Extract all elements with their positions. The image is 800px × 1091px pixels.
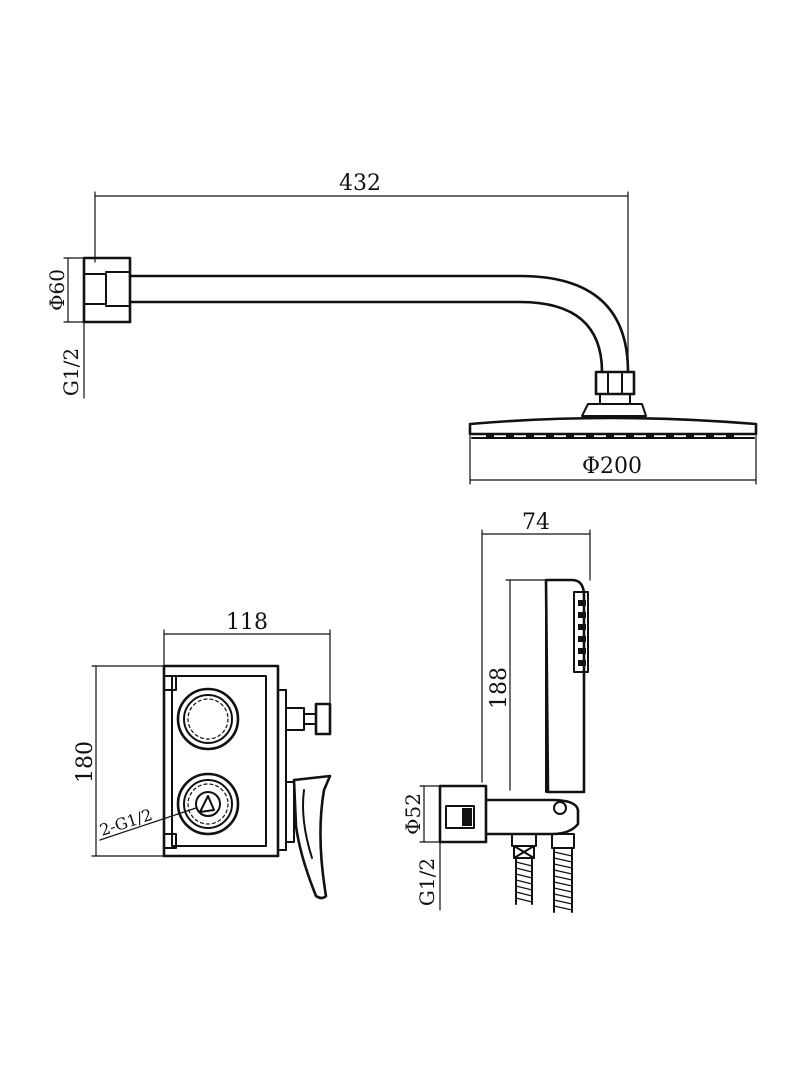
dimension-118: 118 [163,610,331,721]
dimension-phi200: Φ200 [469,435,757,485]
dimension-phi52: Φ52 [401,785,441,843]
dim-label-phi60: Φ60 [45,269,69,311]
hand-shower-view: 74 188 [401,510,591,913]
dimension-phi60: Φ60 [45,257,85,323]
hose-right [553,847,573,913]
mixer-valve-view: 118 180 [73,610,332,900]
nozzle-row [486,434,734,439]
dimension-180: 180 [73,665,167,857]
dimension-74: 74 [481,510,591,783]
dimension-432: 432 [94,171,629,366]
callout-label-2-g12: 2-G1/2 [97,805,154,840]
dimension-188: 188 [487,579,549,791]
upper-port [176,687,240,751]
dim-label-phi200: Φ200 [582,454,642,479]
dim-label-180: 180 [73,741,98,783]
wall-flange [82,256,132,324]
shower-head-view: 432 Φ60 G1/2 [45,171,758,485]
dim-label-188: 188 [487,667,512,709]
connector-nut [581,370,647,417]
thread-g12-hand: G1/2 [415,841,441,911]
diverter-knob [285,702,332,736]
dim-label-74: 74 [522,510,550,535]
shower-head-disc [468,416,758,439]
hose-left [515,857,533,905]
thread-label-hand: G1/2 [415,858,439,906]
dim-label-118: 118 [226,610,268,635]
dim-label-phi52: Φ52 [401,793,425,835]
thread-label-head: G1/2 [59,348,83,396]
dim-label-432: 432 [339,171,381,196]
lower-port [176,772,240,836]
thread-g12-head: G1/2 [59,321,85,399]
handset-body [544,578,589,794]
shower-arm [128,274,630,374]
spray-face [573,591,589,673]
hose-connector [511,833,575,859]
lever-handle [285,774,332,900]
callout-2-g12: 2-G1/2 [97,805,197,841]
